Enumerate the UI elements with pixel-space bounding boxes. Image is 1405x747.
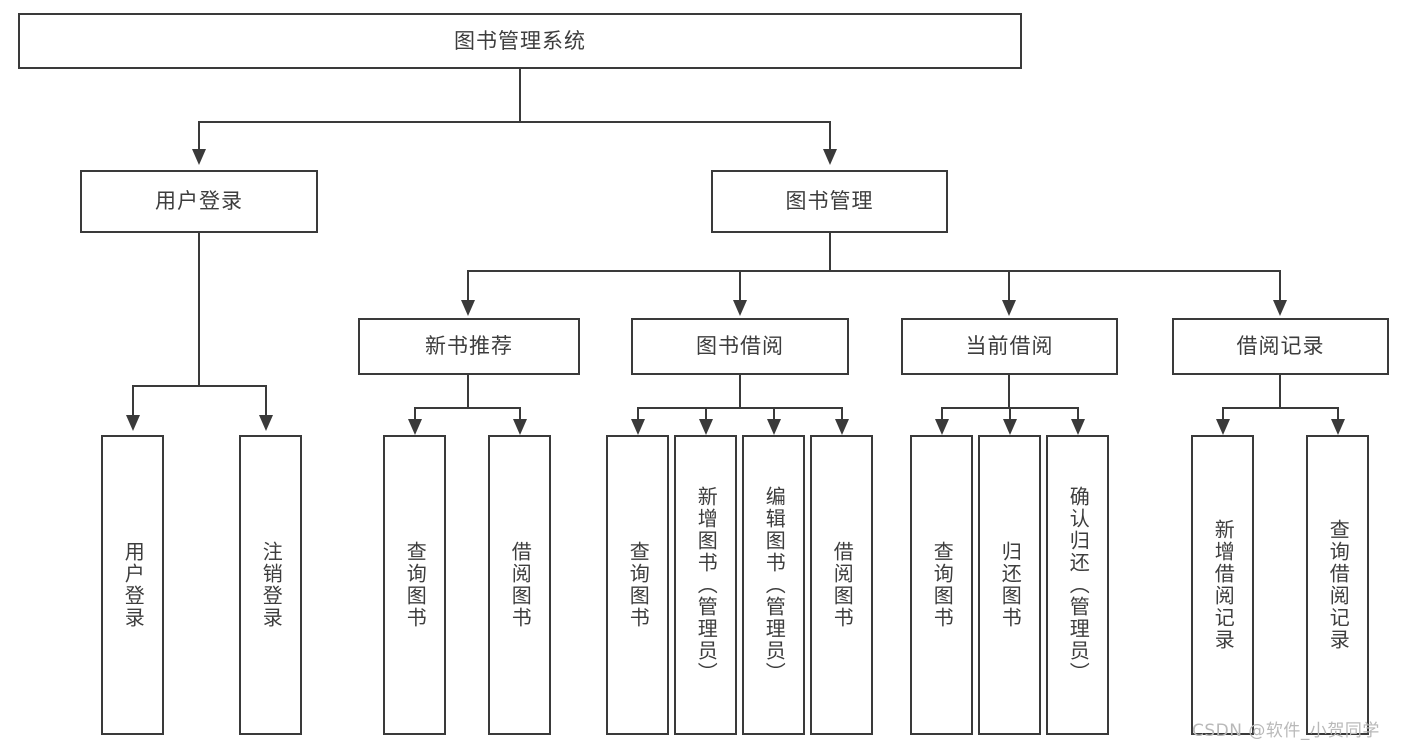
edge-current-borrow-stem xyxy=(1008,375,1010,408)
leaf-return-book[interactable]: 归还图书 xyxy=(978,435,1041,735)
node-current-borrow[interactable]: 当前借阅 xyxy=(901,318,1118,375)
node-label: 新书推荐 xyxy=(425,334,513,359)
leaf-query-book-recommend[interactable]: 查询图书 xyxy=(383,435,446,735)
node-book-management[interactable]: 图书管理 xyxy=(711,170,948,233)
node-label: 查询图书 xyxy=(626,541,651,629)
edge-to-user-login xyxy=(198,121,200,149)
arrow-to-leaf-edit-book xyxy=(767,419,781,435)
leaf-borrow-book[interactable]: 借阅图书 xyxy=(810,435,873,735)
node-label: 借阅记录 xyxy=(1236,334,1325,359)
node-label: 图书借阅 xyxy=(696,334,784,359)
node-borrow-record[interactable]: 借阅记录 xyxy=(1172,318,1389,375)
node-label: 编辑图书（管理员） xyxy=(762,486,787,684)
node-root-book-management-system[interactable]: 图书管理系统 xyxy=(18,13,1022,69)
arrow-to-leaf-query-book-2 xyxy=(631,419,645,435)
arrow-to-new-book-recommend xyxy=(461,300,475,316)
leaf-query-book-current[interactable]: 查询图书 xyxy=(910,435,973,735)
node-label: 新增借阅记录 xyxy=(1211,519,1236,651)
edge-borrow-record-stem xyxy=(1279,375,1281,408)
edge-to-leaf-edit-book xyxy=(773,407,775,423)
edge-to-borrow-record xyxy=(1279,270,1281,300)
arrow-to-current-borrow xyxy=(1002,300,1016,316)
leaf-confirm-return-admin[interactable]: 确认归还（管理员） xyxy=(1046,435,1109,735)
edge-user-login-bar xyxy=(132,385,266,387)
edge-to-leaf-query-book-3 xyxy=(941,407,943,423)
leaf-edit-book-admin[interactable]: 编辑图书（管理员） xyxy=(742,435,805,735)
arrow-to-leaf-user-login xyxy=(126,415,140,431)
arrow-to-leaf-borrow-book-1 xyxy=(513,419,527,435)
edge-to-book-borrow xyxy=(739,270,741,300)
arrow-to-leaf-borrow-book-2 xyxy=(835,419,849,435)
leaf-query-borrow-record[interactable]: 查询借阅记录 xyxy=(1306,435,1369,735)
edge-to-leaf-confirm-return xyxy=(1077,407,1079,423)
arrow-to-leaf-return-book xyxy=(1003,419,1017,435)
leaf-logout[interactable]: 注销登录 xyxy=(239,435,302,735)
node-label: 归还图书 xyxy=(998,541,1023,629)
edge-to-leaf-logout xyxy=(265,385,267,415)
edge-new-book-recommend-bar xyxy=(414,407,520,409)
edge-to-leaf-user-login xyxy=(132,385,134,415)
edge-book-borrow-bar xyxy=(637,407,842,409)
node-label: 确认归还（管理员） xyxy=(1066,486,1091,684)
arrow-to-book-borrow xyxy=(733,300,747,316)
edge-to-leaf-add-borrow-record xyxy=(1222,407,1224,423)
leaf-user-login[interactable]: 用户登录 xyxy=(101,435,164,735)
arrow-to-leaf-add-borrow-record xyxy=(1216,419,1230,435)
node-label: 用户登录 xyxy=(155,189,243,214)
edge-level3-bar xyxy=(467,270,1280,272)
edge-root-stem xyxy=(519,69,521,122)
arrow-to-leaf-logout xyxy=(259,415,273,431)
arrow-to-leaf-query-book-1 xyxy=(408,419,422,435)
edge-to-leaf-borrow-book-1 xyxy=(519,407,521,423)
node-label: 借阅图书 xyxy=(508,541,533,629)
edge-to-leaf-return-book xyxy=(1009,407,1011,423)
node-label: 新增图书（管理员） xyxy=(694,486,719,684)
node-user-login[interactable]: 用户登录 xyxy=(80,170,318,233)
leaf-add-book-admin[interactable]: 新增图书（管理员） xyxy=(674,435,737,735)
edge-to-current-borrow xyxy=(1008,270,1010,300)
edge-borrow-record-bar xyxy=(1222,407,1338,409)
edge-level2-bar xyxy=(198,121,831,123)
node-label: 图书管理系统 xyxy=(454,28,586,53)
edge-book-management-stem xyxy=(829,233,831,271)
arrow-to-leaf-add-book xyxy=(699,419,713,435)
node-label: 借阅图书 xyxy=(830,541,855,629)
leaf-add-borrow-record[interactable]: 新增借阅记录 xyxy=(1191,435,1254,735)
node-label: 查询图书 xyxy=(930,541,955,629)
node-label: 用户登录 xyxy=(121,541,146,629)
csdn-watermark: CSDN @软件_小贺同学 xyxy=(1192,721,1380,741)
arrow-to-leaf-confirm-return xyxy=(1071,419,1085,435)
edge-to-leaf-borrow-book-2 xyxy=(841,407,843,423)
edge-new-book-recommend-stem xyxy=(467,375,469,408)
arrow-to-leaf-query-borrow-record xyxy=(1331,419,1345,435)
edge-user-login-stem xyxy=(198,233,200,386)
node-label: 查询借阅记录 xyxy=(1326,519,1351,651)
arrow-to-leaf-query-book-3 xyxy=(935,419,949,435)
arrow-to-book-management xyxy=(823,149,837,165)
node-label: 图书管理 xyxy=(785,189,874,214)
leaf-query-book-borrow[interactable]: 查询图书 xyxy=(606,435,669,735)
edge-to-book-management xyxy=(829,121,831,149)
edge-to-new-book-recommend xyxy=(467,270,469,300)
node-label: 查询图书 xyxy=(403,541,428,629)
node-book-borrow[interactable]: 图书借阅 xyxy=(631,318,849,375)
node-label: 当前借阅 xyxy=(965,334,1054,359)
arrow-to-user-login xyxy=(192,149,206,165)
node-label: 注销登录 xyxy=(259,541,284,629)
arrow-to-borrow-record xyxy=(1273,300,1287,316)
node-new-book-recommend[interactable]: 新书推荐 xyxy=(358,318,580,375)
edge-to-leaf-query-book-2 xyxy=(637,407,639,423)
edge-to-leaf-add-book xyxy=(705,407,707,423)
edge-to-leaf-query-borrow-record xyxy=(1337,407,1339,423)
edge-to-leaf-query-book-1 xyxy=(414,407,416,423)
edge-book-borrow-stem xyxy=(739,375,741,408)
leaf-borrow-book-recommend[interactable]: 借阅图书 xyxy=(488,435,551,735)
